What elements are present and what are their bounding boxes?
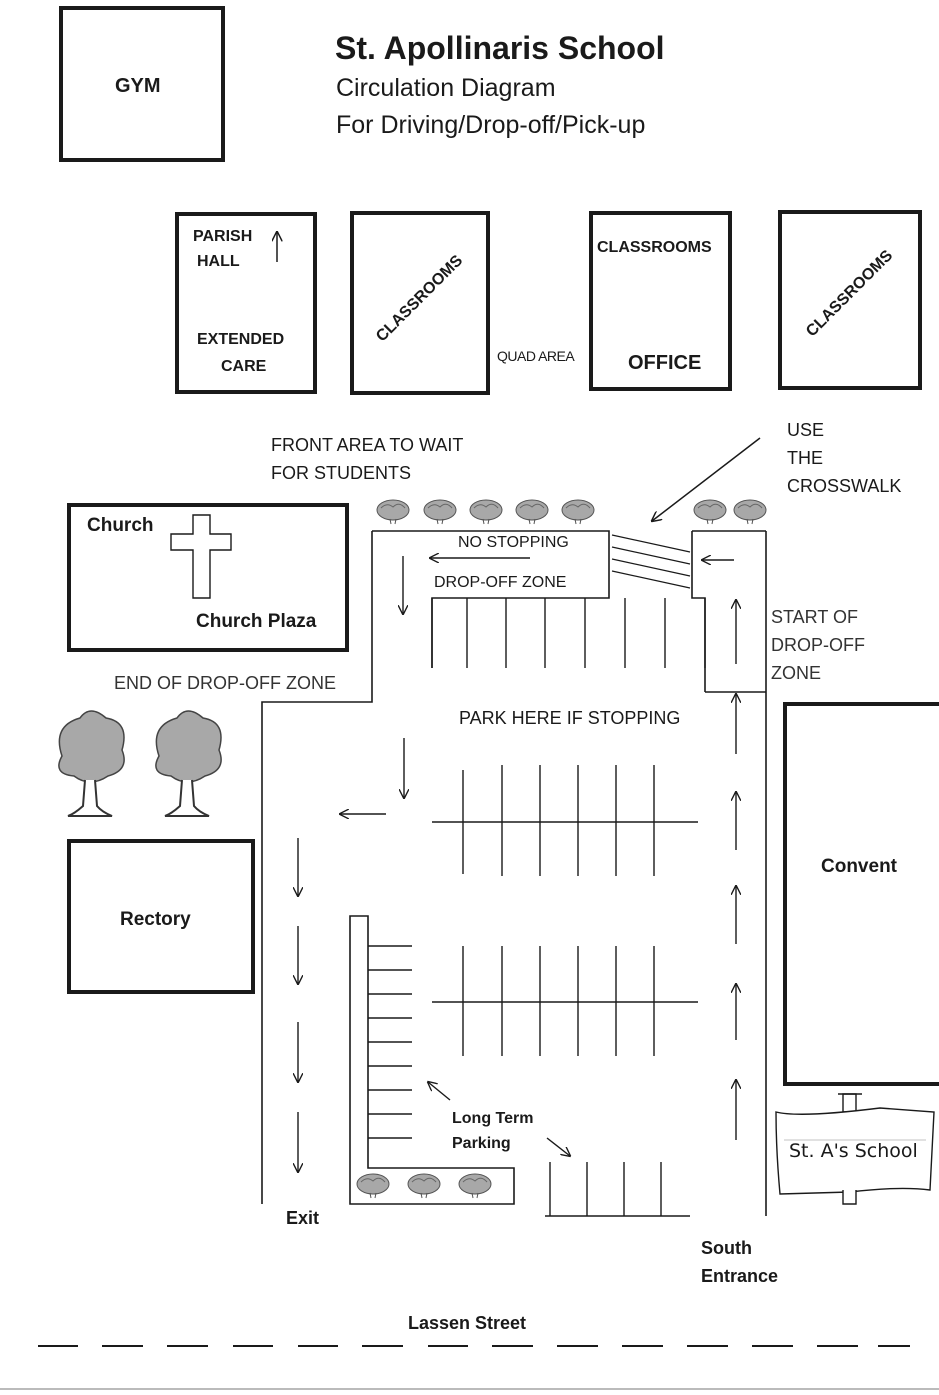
south-entrance-label-1: South xyxy=(701,1238,752,1258)
sign-label: St. A's School xyxy=(789,1140,918,1162)
convent-label: Convent xyxy=(821,856,897,877)
front-wait-label-1: FRONT AREA TO WAIT xyxy=(271,435,464,455)
gym-building xyxy=(59,6,225,162)
sign-icon xyxy=(775,1093,935,1205)
church-building xyxy=(67,503,349,652)
classrooms-right-building xyxy=(778,210,922,390)
long-term-label-1: Long Term xyxy=(452,1110,534,1127)
parking-row-lower xyxy=(432,946,698,1056)
shrub-icon xyxy=(515,499,549,525)
extended-care-label-1: EXTENDED xyxy=(197,331,285,348)
rectory-building xyxy=(67,839,255,994)
long-term-label-2: Parking xyxy=(452,1135,511,1152)
street-label: Lassen Street xyxy=(408,1313,527,1333)
parking-row-upper xyxy=(432,765,698,876)
no-stopping-label: NO STOPPING xyxy=(458,534,569,551)
cross-icon xyxy=(170,514,232,599)
crosswalk-pointer-arrow xyxy=(652,437,761,521)
rectory-label: Rectory xyxy=(120,909,191,930)
tree-icon xyxy=(154,710,223,817)
start-dropoff-label-2: DROP-OFF xyxy=(771,635,865,655)
shrub-icon xyxy=(469,499,503,525)
exit-label: Exit xyxy=(286,1208,320,1228)
shrub-icon xyxy=(407,1173,441,1199)
start-dropoff-label-3: ZONE xyxy=(771,663,822,683)
shrub-icon xyxy=(376,499,410,525)
shrub-icon xyxy=(356,1173,390,1199)
classrooms-left-building xyxy=(350,211,490,395)
shrub-row-exit xyxy=(356,1173,492,1199)
church-label: Church xyxy=(87,515,154,536)
shrub-icon xyxy=(561,499,595,525)
drop-off-zone-label: DROP-OFF ZONE xyxy=(434,574,567,591)
start-dropoff-label-1: START OF xyxy=(771,607,859,627)
arrow-icon xyxy=(546,1137,570,1156)
office-label: OFFICE xyxy=(628,352,702,374)
crosswalk-label-1: USE xyxy=(787,420,825,440)
parish-hall-label-1: PARISH xyxy=(193,228,253,245)
map-title: St. Apollinaris School xyxy=(335,30,665,66)
shrub-icon xyxy=(693,499,727,525)
shrub-icon xyxy=(733,499,767,525)
shrub-icon xyxy=(458,1173,492,1199)
south-entrance-label-2: Entrance xyxy=(701,1266,779,1286)
convent-building xyxy=(783,702,939,1086)
gym-label: GYM xyxy=(115,75,161,97)
shrub-row-front xyxy=(376,499,767,525)
drop-off-stalls xyxy=(431,598,706,668)
shrub-icon xyxy=(423,499,457,525)
road-outline xyxy=(261,530,767,1217)
long-term-stalls xyxy=(368,945,662,1216)
front-wait-label-2: FOR STUDENTS xyxy=(271,463,412,483)
quad-area-label: QUAD AREA xyxy=(497,348,575,364)
church-plaza-label: Church Plaza xyxy=(196,611,317,632)
end-dropoff-label: END OF DROP-OFF ZONE xyxy=(114,673,336,693)
crosswalk xyxy=(611,534,691,589)
parish-hall-building xyxy=(175,212,317,394)
parish-hall-label-2: HALL xyxy=(197,253,240,270)
crosswalk-label-2: THE xyxy=(787,448,823,468)
tree-icon xyxy=(57,710,126,817)
park-here-label: PARK HERE IF STOPPING xyxy=(459,708,681,728)
classrooms-center-label: CLASSROOMS xyxy=(597,239,712,256)
map-subtitle-2: For Driving/Drop-off/Pick-up xyxy=(336,111,646,139)
traffic-arrows xyxy=(298,556,736,1172)
map-subtitle-1: Circulation Diagram xyxy=(336,74,556,102)
arrow-icon xyxy=(428,1082,451,1101)
crosswalk-label-3: CROSSWALK xyxy=(787,476,902,496)
extended-care-label-2: CARE xyxy=(221,358,267,375)
classrooms-office-building xyxy=(589,211,732,391)
